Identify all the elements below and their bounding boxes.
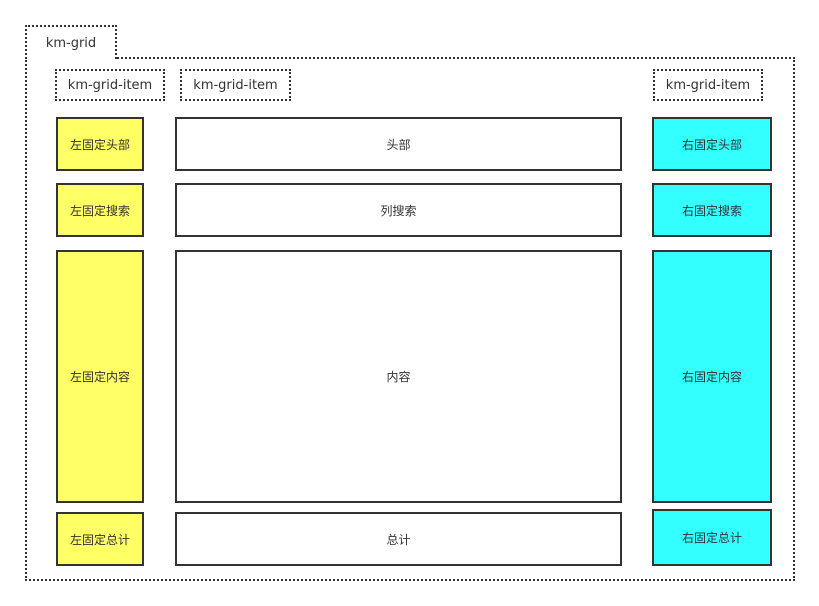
right-fixed-header-label: 右固定头部 bbox=[681, 137, 742, 152]
left-fixed-content: 左固定内容 bbox=[56, 250, 144, 503]
grid-item-left-label: km-grid-item bbox=[67, 77, 153, 93]
km-grid-container bbox=[25, 57, 795, 581]
grid-item-right-label: km-grid-item bbox=[665, 77, 751, 93]
left-fixed-header-label: 左固定头部 bbox=[69, 137, 130, 152]
left-fixed-search-label: 左固定搜索 bbox=[69, 203, 130, 218]
center-header: 头部 bbox=[175, 117, 622, 171]
left-fixed-total-label: 左固定总计 bbox=[69, 532, 130, 547]
right-fixed-total: 右固定总计 bbox=[652, 509, 772, 566]
grid-item-center-tag: km-grid-item bbox=[180, 69, 291, 101]
tab-connector bbox=[27, 56, 115, 60]
grid-item-center-label: km-grid-item bbox=[193, 77, 278, 93]
grid-item-left-tag: km-grid-item bbox=[55, 69, 165, 101]
right-fixed-content-label: 右固定内容 bbox=[681, 370, 742, 384]
center-total: 总计 bbox=[175, 512, 622, 566]
left-fixed-total: 左固定总计 bbox=[56, 512, 144, 566]
left-fixed-search: 左固定搜索 bbox=[56, 183, 144, 237]
grid-item-right-tag: km-grid-item bbox=[653, 69, 763, 101]
center-search-label: 列搜索 bbox=[380, 203, 417, 218]
center-header-label: 头部 bbox=[386, 137, 411, 152]
right-fixed-search-label: 右固定搜索 bbox=[681, 203, 742, 218]
right-fixed-header: 右固定头部 bbox=[652, 117, 772, 171]
center-total-label: 总计 bbox=[386, 532, 411, 547]
left-fixed-header: 左固定头部 bbox=[56, 117, 144, 171]
km-grid-tab: km-grid bbox=[25, 25, 117, 59]
center-content-label: 内容 bbox=[386, 370, 411, 384]
km-grid-label: km-grid bbox=[45, 35, 97, 51]
right-fixed-total-label: 右固定总计 bbox=[681, 531, 742, 545]
right-fixed-search: 右固定搜索 bbox=[652, 183, 772, 237]
left-fixed-content-label: 左固定内容 bbox=[69, 370, 130, 384]
right-fixed-content: 右固定内容 bbox=[652, 250, 772, 503]
center-content: 内容 bbox=[175, 250, 622, 503]
center-search: 列搜索 bbox=[175, 183, 622, 237]
